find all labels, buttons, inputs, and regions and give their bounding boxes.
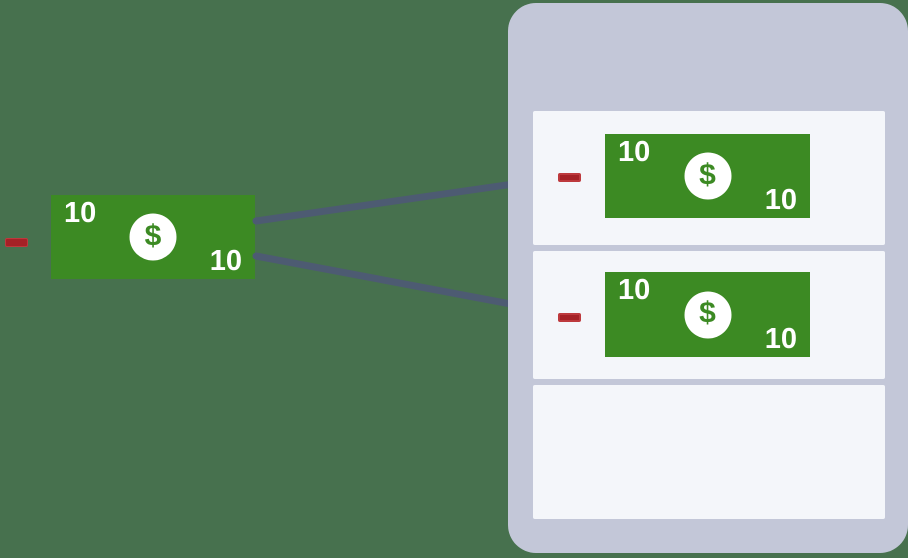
wallet-row: 10 $ 10 xyxy=(533,251,885,379)
bill-denomination-bottom: 10 xyxy=(764,323,797,355)
dollar-coin-icon: $ xyxy=(684,152,731,200)
dollar-sign-icon: $ xyxy=(699,158,716,191)
arrow-right-icon xyxy=(252,252,556,320)
minus-icon xyxy=(558,173,581,182)
bill-denomination-top: 10 xyxy=(618,274,651,306)
bill-denomination-top: 10 xyxy=(618,136,651,168)
bill-denomination-bottom: 10 xyxy=(209,245,242,277)
wallet-row-empty xyxy=(533,385,885,519)
minus-icon xyxy=(5,238,28,247)
wallet-row: 10 $ 10 xyxy=(533,111,885,245)
wallet-panel: 10 $ 10 10 $ 10 xyxy=(508,3,908,553)
arrow-right-icon xyxy=(252,169,556,225)
dollar-coin-icon: $ xyxy=(129,213,177,261)
dollar-sign-icon: $ xyxy=(144,219,162,252)
source-bill: 10 $ 10 xyxy=(51,195,255,279)
dollar-sign-icon: $ xyxy=(699,296,716,330)
bill-denomination-bottom: 10 xyxy=(764,184,797,216)
dollar-coin-icon: $ xyxy=(684,291,731,338)
output-bill-2: 10 $ 10 xyxy=(605,272,810,357)
bill-denomination-top: 10 xyxy=(64,197,97,229)
minus-icon xyxy=(558,313,581,322)
output-bill-1: 10 $ 10 xyxy=(605,134,810,218)
